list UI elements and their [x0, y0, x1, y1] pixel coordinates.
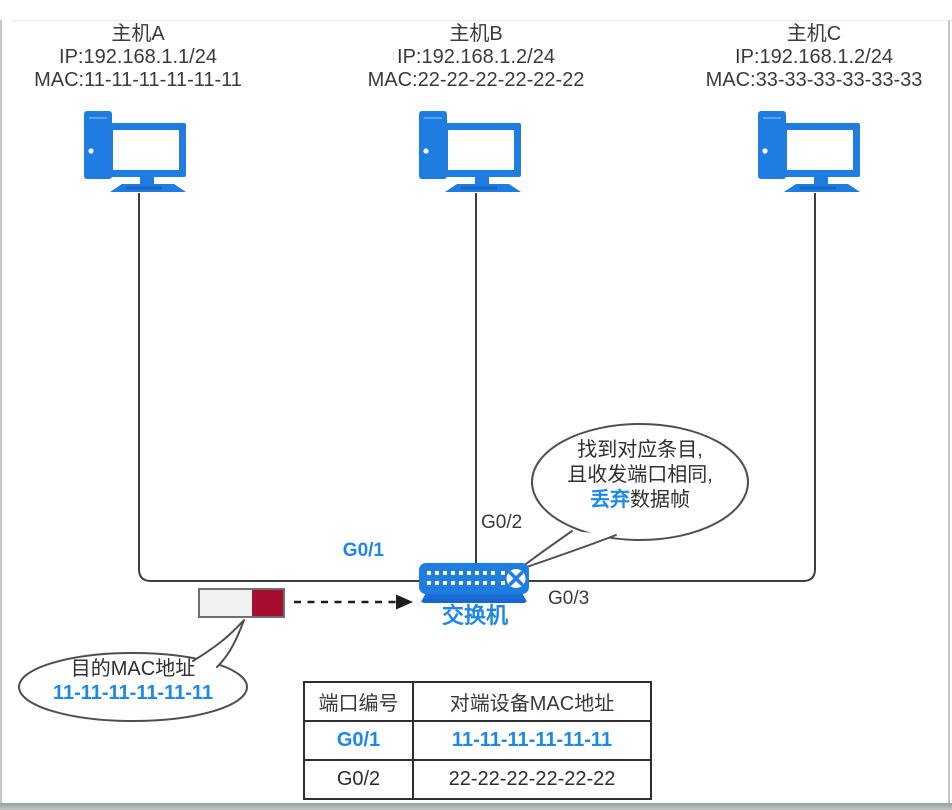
switch-label: 交换机 [441, 603, 508, 628]
dest-mac-value: 11-11-11-11-11-11 [52, 682, 214, 704]
callout-line-3: 丢弃数据帧 [532, 488, 748, 513]
page-bottom-border [0, 803, 952, 810]
callout-line-1: 找到对应条目, [577, 439, 703, 461]
switch-callout-text: 找到对应条目, 且收发端口相同, 丢弃数据帧 [532, 438, 748, 513]
host-a-desktop-computer-icon [84, 111, 186, 192]
frame-callout-text: 目的MAC地址 11-11-11-11-11-11 [18, 657, 248, 705]
link-hostA-switch [138, 193, 470, 582]
port-label-g02: G0/2 [481, 512, 523, 533]
host-mac: MAC:22-22-22-22-22-22 [367, 69, 585, 91]
discard-highlight: 丢弃 [590, 489, 630, 511]
host-ip: IP:192.168.1.2/24 [735, 46, 893, 68]
host-c-desktop-computer-icon [758, 111, 860, 192]
table-row: G0/1 11-11-11-11-11-11 [303, 720, 652, 761]
host-name: 主机C [786, 23, 842, 45]
cell-port: G0/2 [303, 759, 414, 800]
link-hostC-switch [520, 193, 816, 582]
cell-mac: 11-11-11-11-11-11 [412, 720, 652, 761]
host-mac: MAC:33-33-33-33-33-33 [705, 69, 923, 91]
header-port-col: 端口编号 [303, 681, 414, 722]
host-mac: MAC:11-11-11-11-11-11 [34, 69, 242, 91]
mac-address-table: 端口编号 对端设备MAC地址 G0/1 11-11-11-11-11-11 G0… [303, 681, 652, 800]
table-header-row: 端口编号 对端设备MAC地址 [303, 681, 652, 722]
cell-mac: 22-22-22-22-22-22 [412, 759, 652, 800]
host-c-label: 主机C IP:192.168.1.2/24 MAC:33-33-33-33-33… [676, 23, 952, 92]
port-label-g01: G0/1 [342, 540, 384, 561]
port-label-g03: G0/3 [548, 588, 590, 609]
page-right-border [948, 20, 950, 804]
data-frame [198, 588, 285, 618]
host-ip: IP:192.168.1.2/24 [397, 46, 555, 68]
host-name: 主机A [111, 23, 165, 45]
host-name: 主机B [449, 23, 503, 45]
callout-line-2: 且收发端口相同, [567, 464, 713, 486]
cell-port: G0/1 [303, 720, 414, 761]
frame-payload-part [200, 590, 252, 616]
header-mac-col: 对端设备MAC地址 [412, 681, 652, 722]
host-a-label: 主机A IP:192.168.1.1/24 MAC:11-11-11-11-11… [2, 23, 274, 92]
frame-dest-mac-part [252, 590, 283, 616]
dest-mac-title: 目的MAC地址 [70, 658, 196, 680]
host-b-desktop-computer-icon [419, 111, 521, 192]
page-top-border [12, 20, 952, 21]
table-row: G0/2 22-22-22-22-22-22 [303, 759, 652, 800]
page-left-border [0, 20, 2, 804]
callout-line-3-rest: 数据帧 [630, 489, 690, 511]
host-ip: IP:192.168.1.1/24 [59, 46, 217, 68]
dashed-right-arrow [294, 594, 413, 610]
host-b-label: 主机B IP:192.168.1.2/24 MAC:22-22-22-22-22… [340, 23, 612, 92]
